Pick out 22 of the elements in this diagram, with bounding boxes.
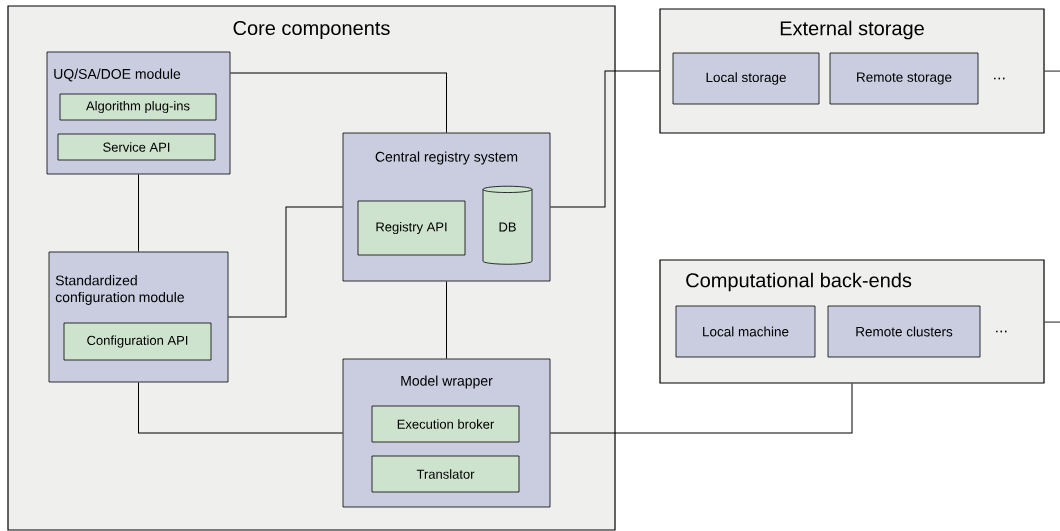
- database-cylinder: DB: [482, 185, 533, 265]
- connector-line: [229, 72, 447, 134]
- connector-line: [1044, 321, 1060, 323]
- component-box: Execution broker: [371, 405, 520, 443]
- connector-line: [446, 280, 447, 360]
- component-box: Remote storage: [829, 52, 979, 105]
- ellipsis: ...: [996, 330, 1007, 333]
- connector-line: [549, 383, 853, 434]
- connector-line: [227, 206, 344, 318]
- component-box: Algorithm plug-ins: [59, 93, 217, 121]
- component-box: Registry API: [357, 200, 466, 256]
- component-box: Local machine: [675, 305, 816, 358]
- connector-line: [549, 70, 660, 208]
- component-box: Service API: [57, 133, 216, 161]
- component-box: Configuration API: [63, 322, 212, 361]
- component-box: Local storage: [672, 52, 820, 105]
- component-box: Translator: [371, 455, 520, 493]
- connector-line: [138, 173, 139, 253]
- component-box: Remote clusters: [827, 305, 981, 358]
- connector-line: [138, 381, 344, 434]
- connector-line: [1044, 70, 1060, 72]
- ellipsis: ...: [994, 77, 1005, 80]
